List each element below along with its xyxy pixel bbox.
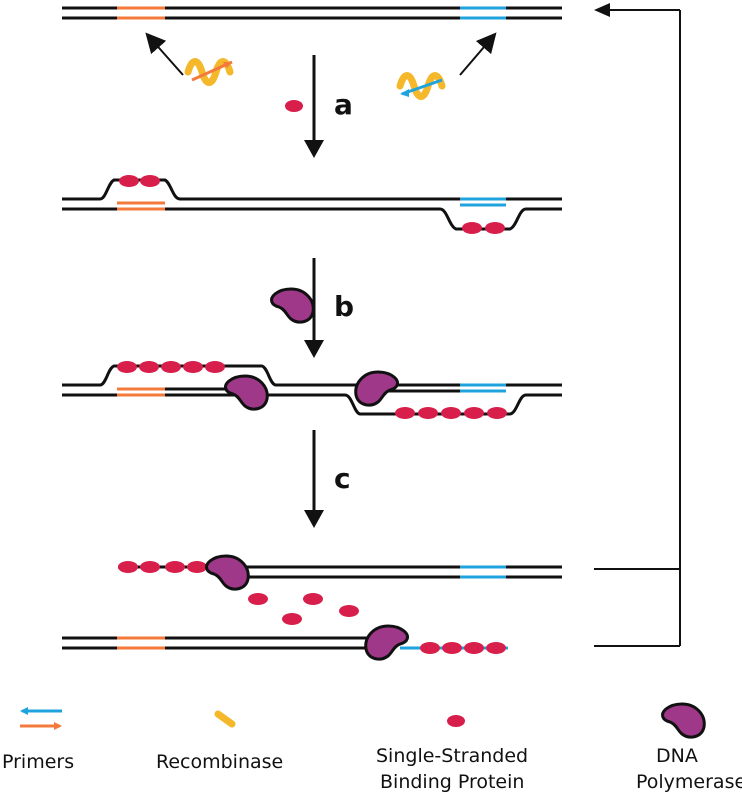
dna-polymerase-icon (270, 287, 315, 324)
legend-ssb-label-2: Binding Protein (380, 771, 524, 793)
ssb-protein (395, 407, 415, 419)
reverse-primer-recombinase-complex (400, 32, 497, 97)
ssb-protein (161, 361, 181, 373)
row-1-template-dna (62, 6, 562, 21)
ssb-protein (303, 593, 323, 605)
legend-recombinase-label: Recombinase (156, 751, 283, 773)
forward-primer-recombinase-complex (145, 32, 232, 83)
ssb-protein (119, 175, 139, 187)
legend-polymerase-label-2: Polymerase (636, 771, 742, 793)
ssb-protein (486, 642, 506, 654)
legend: Primers Recombinase Single-Stranded Bind… (2, 702, 742, 793)
ssb-protein (205, 361, 225, 373)
ssb-protein (140, 561, 160, 573)
ssb-protein (139, 361, 159, 373)
row-3-extension (62, 361, 562, 419)
ssb-protein (248, 593, 268, 605)
step-a: a (285, 55, 353, 158)
step-b: b (270, 258, 354, 358)
row-2-strand-invasion (62, 175, 562, 234)
ssb-protein (420, 642, 440, 654)
dna-polymerase-icon (354, 370, 399, 407)
ssb-protein (140, 175, 160, 187)
step-b-label: b (334, 290, 354, 323)
primer-pair-icon (20, 707, 62, 730)
ssb-protein (165, 561, 185, 573)
ssb-protein-icon (447, 715, 465, 727)
step-c: c (304, 430, 351, 528)
legend-polymerase-label-1: DNA (656, 745, 698, 767)
ssb-protein (487, 407, 507, 419)
cycle-feedback-arrow (594, 3, 681, 647)
dna-polymerase-icon (364, 624, 409, 661)
ssb-protein (464, 642, 484, 654)
ssb-protein (282, 613, 302, 625)
ssb-protein (183, 361, 203, 373)
step-a-label: a (334, 88, 353, 121)
ssb-protein (418, 407, 438, 419)
dna-polymerase-icon (224, 374, 269, 411)
dna-polymerase-icon (661, 702, 706, 739)
ssb-protein (485, 222, 505, 234)
ssb-protein (464, 407, 484, 419)
ssb-protein (441, 407, 461, 419)
legend-primers-label: Primers (2, 751, 74, 773)
ssb-protein (187, 561, 207, 573)
ssb-protein (118, 561, 138, 573)
ssb-protein (339, 605, 359, 617)
step-c-label: c (334, 462, 351, 495)
legend-ssb-label-1: Single-Stranded (376, 745, 528, 767)
ssb-protein (285, 100, 303, 112)
ssb-protein (442, 642, 462, 654)
row-4-products (62, 554, 562, 661)
ssb-protein (462, 222, 482, 234)
ssb-protein (117, 361, 137, 373)
dna-polymerase-icon (205, 554, 250, 591)
recombinase-icon (214, 710, 236, 728)
